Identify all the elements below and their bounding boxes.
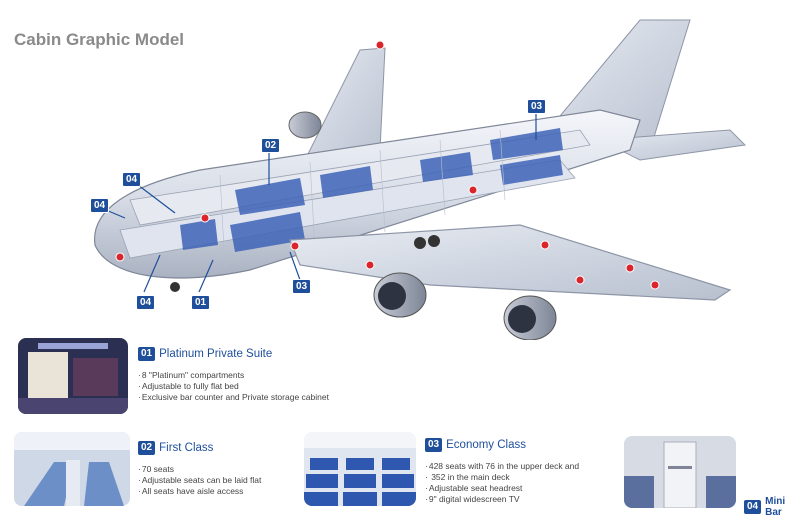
section-03-header: 03 Economy Class xyxy=(425,438,526,452)
section-03-badge: 03 xyxy=(425,438,443,452)
platinum-suite-photo xyxy=(18,338,128,414)
first-class-photo xyxy=(14,432,130,506)
list-item: 8 "Platinum" compartments xyxy=(138,370,329,381)
economy-class-photo xyxy=(304,432,416,506)
near-wing xyxy=(289,224,732,301)
list-item: 70 seats xyxy=(138,464,261,475)
list-item: All seats have aisle access xyxy=(138,486,261,497)
section-02-bullets: 70 seats Adjustable seats can be laid fl… xyxy=(138,464,262,497)
horizontal-stabilizer xyxy=(598,129,747,161)
list-item: 9" digital widescreen TV xyxy=(425,494,579,505)
callout-mini-bar-3: 04 xyxy=(136,295,156,310)
mini-bar-photo xyxy=(624,436,736,508)
list-item: 352 in the main deck xyxy=(425,472,579,483)
callout-platinum-suite: 01 xyxy=(191,295,211,310)
section-01-title: Platinum Private Suite xyxy=(159,348,273,360)
near-engines xyxy=(373,272,557,340)
callout-first-class: 02 xyxy=(261,138,281,153)
callout-economy-upper: 03 xyxy=(527,99,547,114)
list-item: Exclusive bar counter and Private storag… xyxy=(138,392,329,403)
list-item: Adjustable to fully flat bed xyxy=(138,381,329,392)
section-02-badge: 02 xyxy=(138,441,156,455)
section-02-title: First Class xyxy=(159,442,214,454)
section-03-title: Economy Class xyxy=(446,439,527,451)
red-markers xyxy=(115,40,660,290)
far-engine xyxy=(288,111,322,139)
callout-mini-bar-2: 04 xyxy=(90,198,110,213)
landing-gear xyxy=(170,235,440,292)
list-item: 428 seats with 76 in the upper deck and xyxy=(425,461,579,472)
section-04-title: Mini Bar xyxy=(765,496,786,518)
list-item: Adjustable seats can be laid flat xyxy=(138,475,262,486)
section-01-badge: 01 xyxy=(138,347,156,361)
section-04-header: 04 Mini Bar xyxy=(744,496,800,518)
aircraft-cutaway-illustration xyxy=(94,19,747,340)
section-03-bullets: 428 seats with 76 in the upper deck and … xyxy=(425,461,579,505)
seat-blocks xyxy=(180,128,563,252)
list-item: Adjustable seat headrest xyxy=(425,483,579,494)
section-01-header: 01 Platinum Private Suite xyxy=(138,347,272,361)
callout-mini-bar-1: 04 xyxy=(122,172,142,187)
callout-economy-main: 03 xyxy=(292,279,312,294)
page-title: Cabin Graphic Model xyxy=(14,30,185,49)
section-01-bullets: 8 "Platinum" compartments Adjustable to … xyxy=(138,370,329,403)
section-04-badge: 04 xyxy=(744,500,762,514)
section-02-header: 02 First Class xyxy=(138,441,213,455)
